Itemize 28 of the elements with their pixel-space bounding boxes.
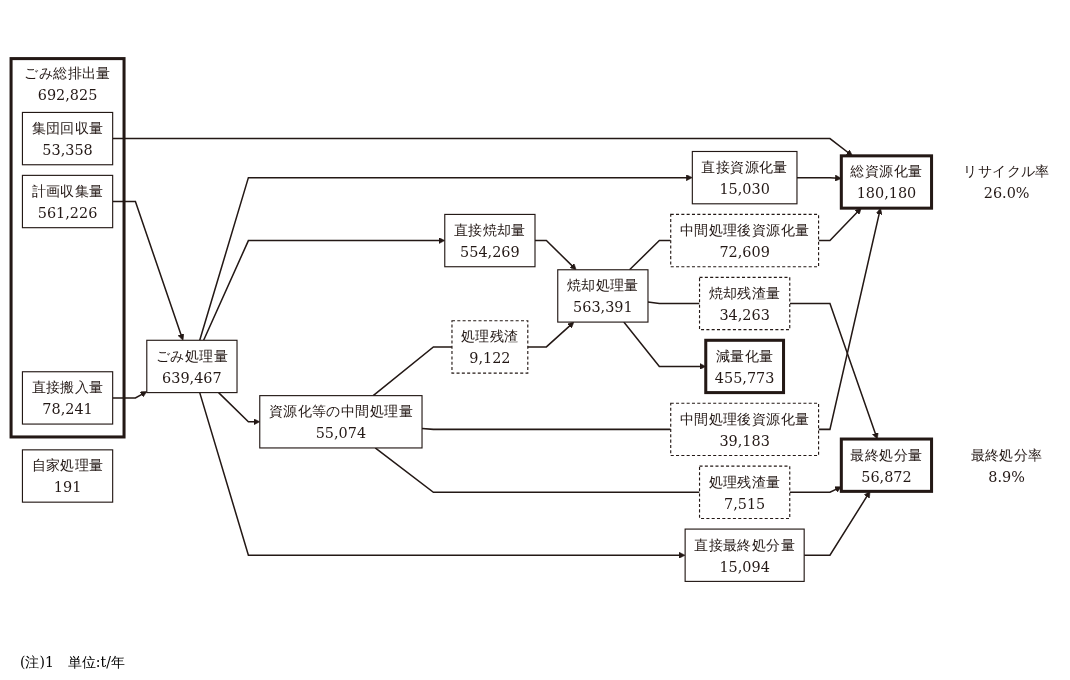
node-box: 資源化等の中間処理量 55,074 <box>259 395 423 449</box>
node-box: 中間処理後資源化量 39,183 <box>670 402 820 457</box>
node-box: 焼却残渣量 34,263 <box>698 276 791 331</box>
node-box: 焼却処理量 563,391 <box>557 269 649 323</box>
arrow <box>789 486 842 494</box>
node-box: 総資源化量 180,180 <box>839 154 934 210</box>
node-box: 集団回収量 53,358 <box>21 111 114 166</box>
node-box: 直接焼却量 554,269 <box>444 213 536 268</box>
arrow <box>198 174 693 342</box>
node-label: リサイクル率 <box>963 162 1050 180</box>
node-box: 計画収集量 561,226 <box>21 174 114 229</box>
node-box: 直接搬入量 78,241 <box>21 371 114 425</box>
note-text: (注)1 単位:t/年 <box>20 654 125 672</box>
node-box: 中間処理後資源化量 72,609 <box>670 213 820 268</box>
node-box: 直接資源化量 15,030 <box>691 150 798 205</box>
arrow <box>789 302 879 440</box>
node-label: 最終処分率 <box>970 445 1043 463</box>
node-label: 26.0% <box>983 184 1030 201</box>
node-box: 処理残渣 9,122 <box>451 320 529 374</box>
arrow <box>527 321 575 348</box>
arrow <box>198 391 686 559</box>
node-box: 処理残渣量 7,515 <box>698 465 791 520</box>
node-box: 自家処理量 191 <box>21 449 114 503</box>
node-box: 直接最終処分量 15,094 <box>684 528 805 582</box>
node-box: ごみ処理量 639,467 <box>146 339 238 394</box>
node-box: 減量化量 455,773 <box>704 338 786 395</box>
node-box: 最終処分量 56,872 <box>839 437 934 493</box>
node-label: 8.9% <box>988 467 1025 485</box>
